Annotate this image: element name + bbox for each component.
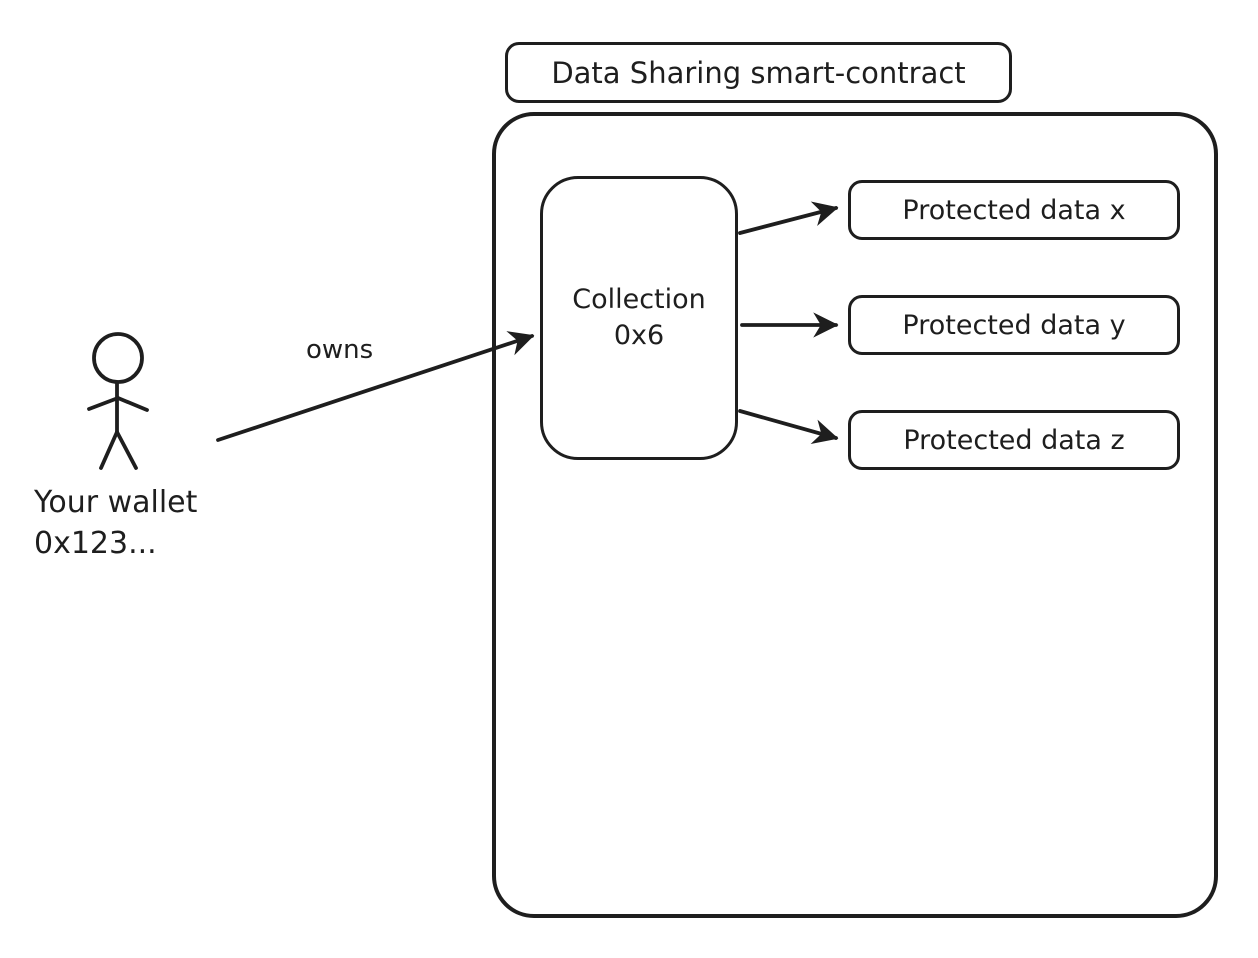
protected-data-z-label: Protected data z — [903, 424, 1125, 456]
stick-figure-right-leg — [115, 430, 138, 470]
protected-data-x-label: Protected data x — [902, 194, 1126, 226]
owns-label: owns — [306, 335, 374, 365]
smart-contract-title: Data Sharing smart-contract — [551, 55, 966, 90]
wallet-label: Your wallet 0x123... — [34, 483, 197, 564]
stick-figure-head — [92, 332, 144, 384]
protected-data-x-box: Protected data x — [848, 180, 1180, 240]
collection-label-line1: Collection — [572, 283, 706, 315]
collection-label-line2: 0x6 — [613, 320, 665, 351]
collection-box: Collection 0x6 — [540, 176, 738, 460]
stick-figure — [87, 332, 149, 470]
stick-figure-left-leg — [99, 430, 119, 470]
smart-contract-title-box: Data Sharing smart-contract — [505, 42, 1012, 103]
owns-arrow — [216, 331, 535, 442]
protected-data-z-box: Protected data z — [848, 410, 1180, 470]
wallet-label-line1: Your wallet — [34, 485, 198, 520]
protected-data-y-box: Protected data y — [848, 295, 1180, 355]
stick-figure-right-arm — [116, 396, 149, 412]
wallet-label-line2: 0x123... — [34, 525, 157, 561]
stick-figure-left-arm — [87, 396, 120, 411]
protected-data-y-label: Protected data y — [902, 309, 1126, 341]
